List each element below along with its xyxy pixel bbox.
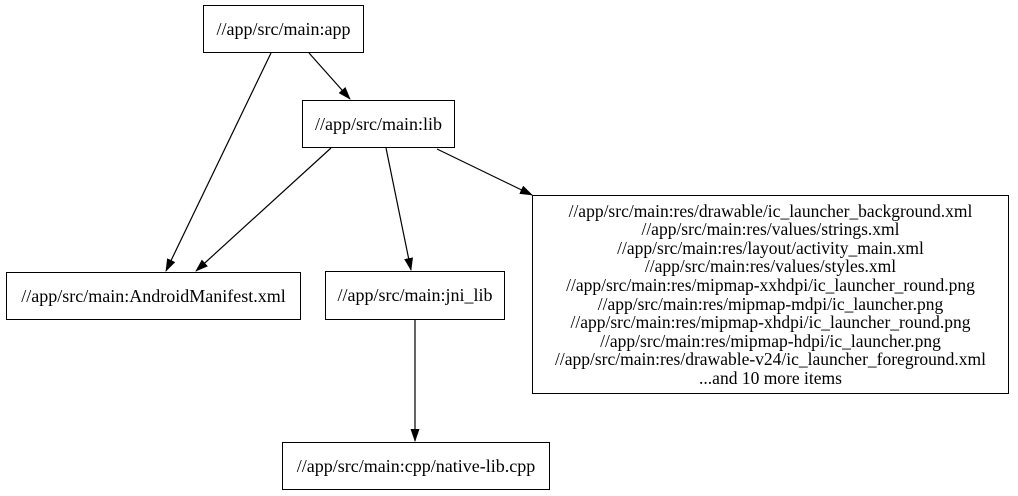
resource-line: //app/src/main:res/drawable-v24/ic_launc… bbox=[554, 349, 987, 370]
edge-lib-to-jni-lib bbox=[385, 147, 413, 271]
resource-line: //app/src/main:res/mipmap-xhdpi/ic_launc… bbox=[570, 312, 971, 333]
edge-lib-to-resources bbox=[436, 148, 533, 196]
node-android-manifest-label: //app/src/main:AndroidManifest.xml bbox=[21, 285, 286, 306]
resource-line: //app/src/main:res/mipmap-mdpi/ic_launch… bbox=[597, 293, 944, 314]
node-android-manifest: //app/src/main:AndroidManifest.xml bbox=[6, 272, 301, 320]
resource-line: //app/src/main:res/layout/activity_main.… bbox=[617, 237, 924, 258]
resource-line: //app/src/main:res/values/strings.xml bbox=[641, 219, 900, 240]
node-native-lib-cpp: //app/src/main:cpp/native-lib.cpp bbox=[282, 442, 550, 490]
resource-line: //app/src/main:res/values/styles.xml bbox=[644, 256, 897, 277]
resource-line: //app/src/main:res/mipmap-xxhdpi/ic_laun… bbox=[566, 274, 975, 295]
node-jni-lib-label: //app/src/main:jni_lib bbox=[337, 285, 493, 305]
edge-app-to-android-manifest bbox=[165, 52, 272, 272]
node-resources: //app/src/main:res/drawable/ic_launcher_… bbox=[532, 195, 1009, 394]
resource-line: //app/src/main:res/drawable/ic_launcher_… bbox=[568, 200, 973, 221]
node-jni-lib: //app/src/main:jni_lib bbox=[325, 271, 505, 320]
node-lib-label: //app/src/main:lib bbox=[315, 113, 442, 134]
edge-lib-to-android-manifest bbox=[195, 147, 332, 272]
node-app-label: //app/src/main:app bbox=[216, 18, 351, 39]
node-app: //app/src/main:app bbox=[203, 5, 364, 53]
node-native-lib-cpp-label: //app/src/main:cpp/native-lib.cpp bbox=[296, 455, 536, 476]
edge-app-to-lib bbox=[308, 52, 351, 100]
node-lib: //app/src/main:lib bbox=[302, 100, 455, 148]
resource-line: //app/src/main:res/mipmap-hdpi/ic_launch… bbox=[600, 330, 941, 351]
resource-line-more-items: ...and 10 more items bbox=[699, 367, 842, 388]
